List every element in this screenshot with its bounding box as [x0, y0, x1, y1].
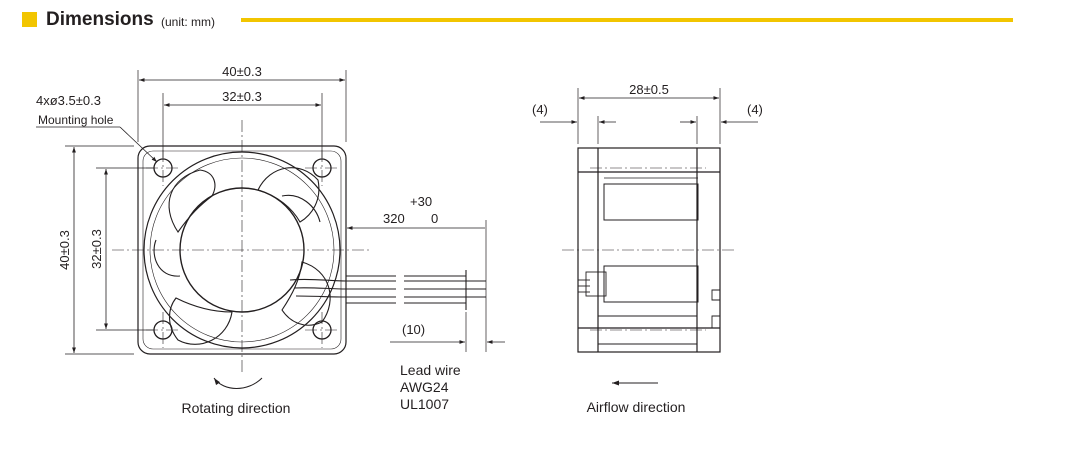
unit-note: (unit: mm) [161, 15, 215, 29]
fan-blades [153, 167, 331, 345]
front-view [36, 70, 505, 389]
lead-tolerance-plus: +30 [410, 194, 432, 209]
dim-width-inner-label: 32±0.3 [222, 89, 262, 104]
lead-length: 320 [383, 211, 405, 226]
mounting-hole-spec: 4xø3.5±0.3 [36, 93, 101, 108]
extension-lines [65, 70, 487, 355]
dimension-lines [36, 78, 505, 353]
header-square-marker [22, 12, 37, 27]
side-upper-flange [603, 183, 699, 221]
lead-wire-standard: UL1007 [400, 396, 449, 412]
mounting-hole-label: Mounting hole [38, 113, 114, 127]
dim-width-outer-label: 40±0.3 [222, 64, 262, 79]
dim-height-outer-label: 40±0.3 [57, 230, 72, 270]
strip-length-label: (10) [402, 322, 425, 337]
dim-left-offset-label: (4) [532, 102, 548, 117]
rotation-label: Rotating direction [182, 400, 291, 416]
dim-height-inner-label: 32±0.3 [89, 229, 104, 269]
dim-right-offset-label: (4) [747, 102, 763, 117]
rotation-arrow-icon [213, 377, 263, 389]
side-wire-stub [578, 271, 607, 297]
side-lower-flange [603, 265, 699, 303]
airflow-label: Airflow direction [587, 399, 686, 415]
lead-tolerance-minus: 0 [431, 211, 438, 226]
side-view [540, 88, 758, 386]
dim-depth-label: 28±0.5 [629, 82, 669, 97]
header-rule [241, 18, 1013, 22]
lead-wire-label: Lead wire [400, 362, 461, 378]
lead-wire-cable [289, 270, 486, 310]
section-header: Dimensions (unit: mm) [22, 9, 1022, 31]
lead-wire-gauge: AWG24 [400, 379, 449, 395]
section-title: Dimensions [46, 9, 154, 30]
